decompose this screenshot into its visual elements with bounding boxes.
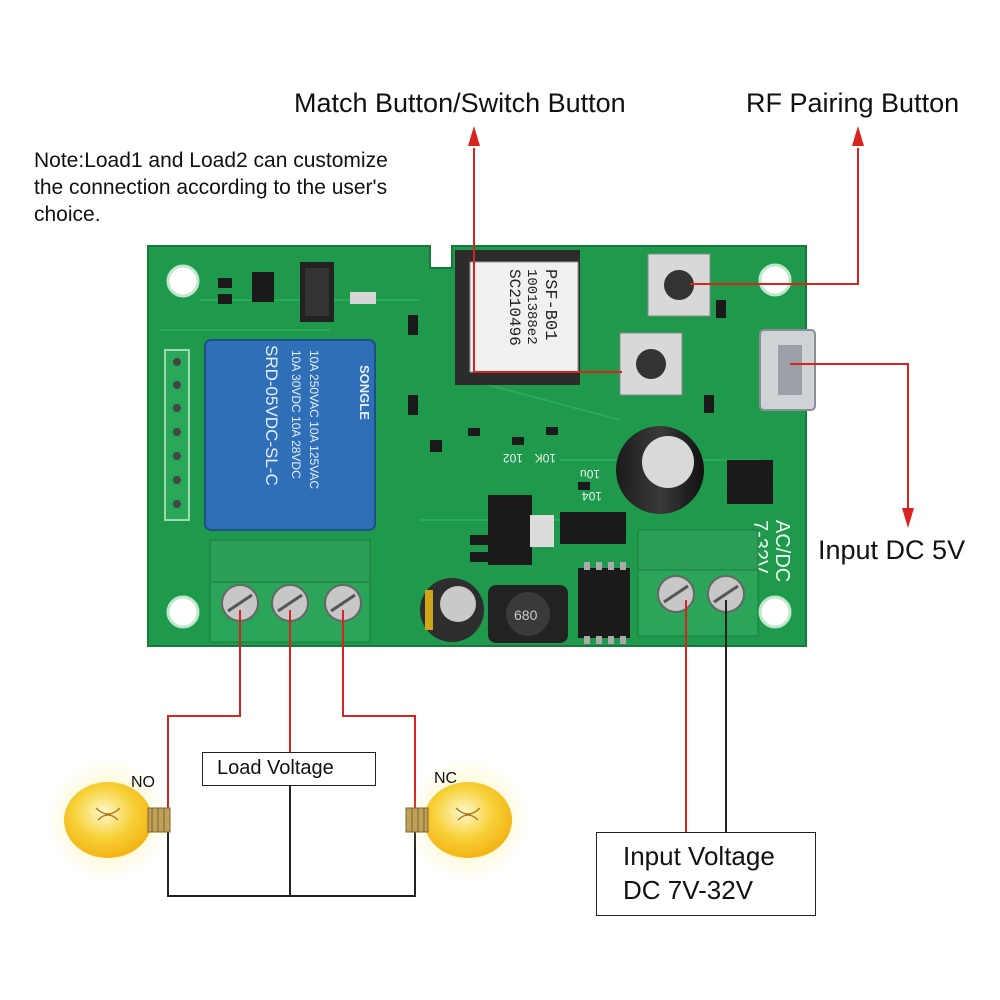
relay-brand: SONGLE	[357, 365, 372, 420]
smd-label-10k: 10K	[535, 451, 556, 465]
smd-labels: 102 10K 10u 104	[503, 451, 602, 503]
load-voltage-box: Load Voltage	[202, 752, 376, 786]
input-wiring	[685, 600, 727, 832]
load-wiring	[167, 610, 416, 897]
capacitor-small	[420, 578, 484, 642]
ic-chip	[578, 562, 630, 644]
svg-text:AC/DC: AC/DC	[771, 520, 793, 582]
capacitor-large	[616, 426, 704, 514]
match-button-label: Match Button/Switch Button	[294, 88, 626, 118]
inductor-label: 680	[514, 607, 538, 623]
module-line-1: PSF-B01	[540, 269, 559, 340]
input-voltage-line-1: Input Voltage	[623, 841, 775, 871]
smd-label-10u: 10u	[580, 467, 600, 481]
mount-hole	[166, 595, 200, 629]
relay-rating-1: 10A 250VAC 10A 125VAC	[307, 350, 321, 489]
smd-components	[218, 262, 773, 565]
bulb-no-icon	[46, 758, 171, 882]
input-voltage-box: Input Voltage DC 7V-32V	[596, 832, 816, 916]
module-line-3: SC210496	[505, 269, 523, 346]
smd-label-102: 102	[503, 451, 523, 465]
rf-pairing-label: RF Pairing Button	[746, 88, 960, 118]
pin-header	[164, 349, 190, 521]
no-label: NO	[131, 774, 155, 791]
load-voltage-label: Load Voltage	[217, 757, 334, 779]
input-voltage-line-2: DC 7V-32V	[623, 875, 754, 905]
arrow-input-dc-5v	[790, 363, 914, 528]
inductor: 680	[488, 585, 568, 643]
relay-rating-2: 10A 30VDC 10A 28VDC	[289, 350, 303, 479]
note-text: Note:Load1 and Load2 can customize the c…	[34, 149, 388, 226]
wifi-module: PSF-B01 1001388e2 SC210496	[455, 250, 580, 385]
match-button[interactable]	[619, 332, 683, 396]
arrow-rf-pairing	[690, 126, 864, 285]
nc-label: NC	[434, 770, 458, 787]
mount-hole	[758, 263, 792, 297]
smd-label-104: 104	[582, 489, 602, 503]
arrow-match-button	[468, 126, 622, 373]
input-dc-5v-label: Input DC 5V	[818, 535, 966, 565]
input-terminal-block	[637, 529, 759, 637]
micro-usb-port	[759, 329, 816, 411]
bulb-nc-icon	[405, 758, 530, 882]
relay: SONGLE 10A 250VAC 10A 125VAC 10A 30VDC 1…	[204, 339, 376, 531]
relay-model: SRD-05VDC-SL-C	[262, 345, 281, 486]
mount-hole	[166, 264, 200, 298]
mount-hole	[758, 595, 792, 629]
module-line-2: 1001388e2	[523, 269, 539, 345]
